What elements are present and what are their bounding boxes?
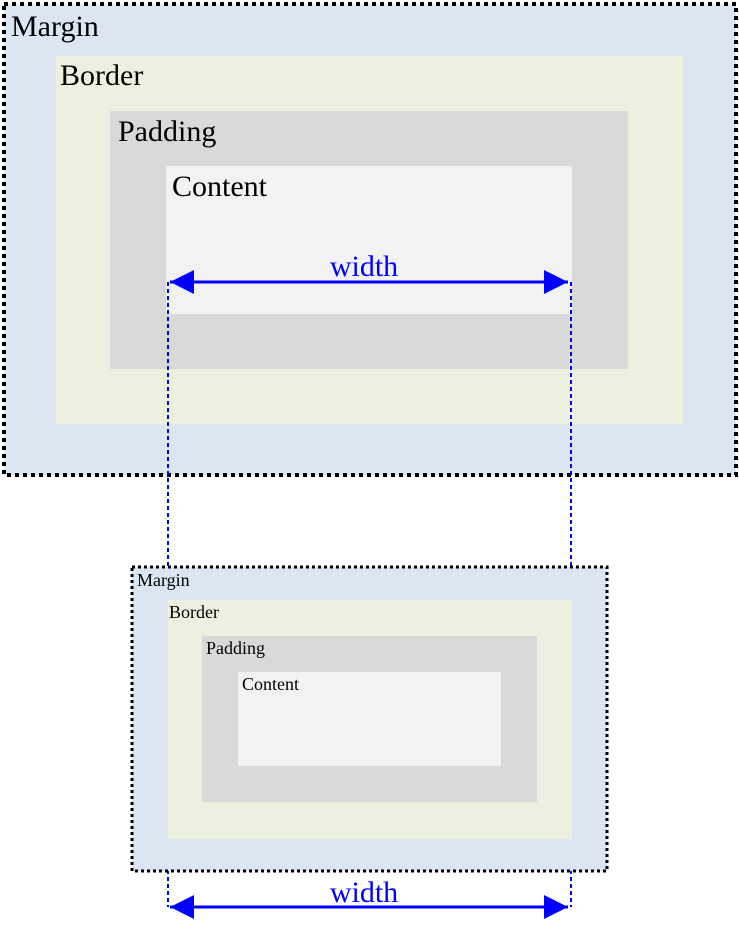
- top-border-label: Border: [60, 59, 143, 92]
- bottom-padding-label: Padding: [206, 638, 265, 658]
- bottom-margin-label: Margin: [137, 570, 190, 590]
- top-margin-label: Margin: [11, 10, 99, 43]
- bottom-border-label: Border: [169, 602, 219, 622]
- top-content-label: Content: [172, 170, 268, 203]
- top-width-label: width: [330, 250, 398, 283]
- bottom-content-label: Content: [242, 674, 299, 694]
- bottom-box-model: Margin Border Padding Content: [130, 565, 609, 873]
- top-padding-label: Padding: [118, 115, 216, 148]
- bottom-content-area: [238, 672, 501, 766]
- bottom-width-label: width: [330, 876, 398, 909]
- top-box-model: Margin Border Padding Content width: [2, 2, 738, 477]
